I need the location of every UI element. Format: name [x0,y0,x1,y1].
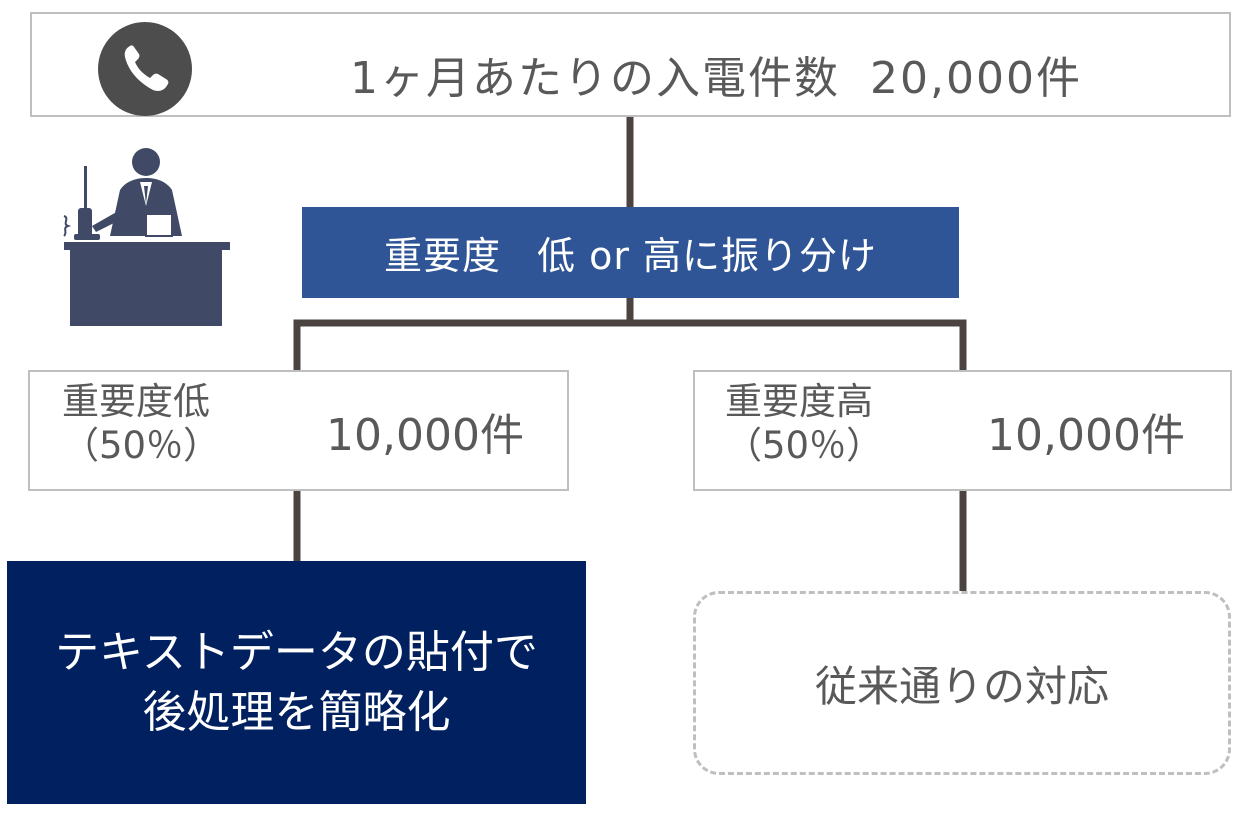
low-priority-action-box: テキストデータの貼付で 後処理を簡略化 [7,561,586,804]
incoming-calls-count: 20,000件 [870,53,1082,104]
operator-at-desk-icon [63,148,230,326]
low-priority-box: 重要度低 （50％） 10,000件 [28,370,569,491]
incoming-calls-text: 1ヶ月あたりの入電件数 20,000件 [350,42,1082,106]
low-priority-percent: （50％） [62,424,221,467]
priority-sorting-detail: 低 or 高に振り分け [536,234,878,278]
low-priority-action-line2: 後処理を簡略化 [142,686,451,738]
priority-sorting-label: 重要度 [383,234,501,278]
incoming-calls-label: 1ヶ月あたりの入電件数 [350,53,840,104]
high-priority-label-group: 重要度高 （50％） [725,380,883,468]
high-priority-action-label: 従来通りの対応 [814,661,1109,711]
high-priority-percent: （50％） [725,424,884,467]
low-priority-label-group: 重要度低 （50％） [62,380,220,468]
high-priority-count: 10,000件 [987,410,1185,461]
phone-icon [98,22,192,116]
priority-sorting-box: 重要度低 or 高に振り分け [302,207,959,298]
incoming-calls-box: 1ヶ月あたりの入電件数 20,000件 [30,12,1231,117]
low-priority-action-line1: テキストデータの貼付で [55,626,538,678]
high-priority-label: 重要度高 [725,380,873,423]
low-priority-count: 10,000件 [326,410,524,461]
high-priority-box: 重要度高 （50％） 10,000件 [693,370,1232,491]
low-priority-label: 重要度低 [62,380,210,423]
high-priority-action-box: 従来通りの対応 [693,591,1231,775]
